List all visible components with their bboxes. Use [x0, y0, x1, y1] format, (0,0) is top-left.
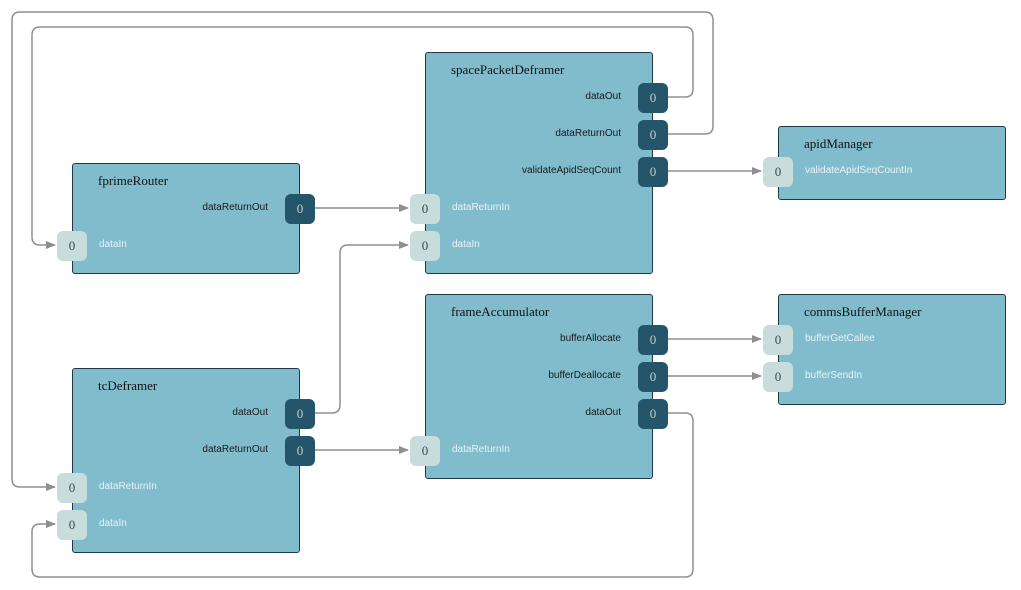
port-label-dataIn: dataIn	[99, 518, 127, 529]
port-label-dataReturnIn: dataReturnIn	[452, 202, 510, 213]
output-port-dataReturnOut[interactable]: 0	[285, 436, 315, 466]
input-port-dataIn[interactable]: 0	[57, 510, 87, 540]
edge-tcDeframer-dataOut-to-spacePacketDeframer	[315, 241, 409, 414]
port-label-dataReturnIn: dataReturnIn	[452, 444, 510, 455]
output-port-dataReturnOut[interactable]: 0	[285, 194, 315, 224]
component-apidManager[interactable]: apidManager	[778, 126, 1006, 200]
port-label-dataReturnOut: dataReturnOut	[555, 128, 621, 139]
input-port-dataReturnIn[interactable]: 0	[410, 436, 440, 466]
component-title: spacePacketDeframer	[451, 62, 565, 77]
port-label-dataIn: dataIn	[99, 239, 127, 250]
input-port-dataReturnIn[interactable]: 0	[57, 473, 87, 503]
output-port-dataOut[interactable]: 0	[285, 399, 315, 429]
component-title: apidManager	[804, 136, 873, 151]
port-label-dataReturnOut: dataReturnOut	[202, 202, 268, 213]
component-fprimeRouter[interactable]: fprimeRouter	[72, 163, 300, 274]
port-label-bufferGetCallee: bufferGetCallee	[805, 333, 875, 344]
component-spacePacketDeframer[interactable]: spacePacketDeframer	[425, 52, 653, 274]
component-title: frameAccumulator	[451, 304, 550, 319]
port-label-dataOut: dataOut	[585, 91, 621, 102]
edge-spacePacketDeframer-dataOut-to-fprimeRouter	[31, 26, 694, 249]
component-commsBufferManager[interactable]: commsBufferManager	[778, 294, 1006, 405]
port-label-dataOut: dataOut	[232, 407, 268, 418]
output-port-bufferDeallocate[interactable]: 0	[638, 362, 668, 392]
port-label-dataIn: dataIn	[452, 239, 480, 250]
port-label-validateApidSeqCountIn: validateApidSeqCountIn	[805, 165, 913, 176]
input-port-bufferSendIn[interactable]: 0	[763, 362, 793, 392]
component-title: commsBufferManager	[804, 304, 922, 319]
component-title: fprimeRouter	[98, 173, 169, 188]
input-port-bufferGetCallee[interactable]: 0	[763, 325, 793, 355]
edge-spacePacketDeframer-dataReturnOut-to-tcDeframer	[11, 11, 714, 491]
port-label-dataReturnOut: dataReturnOut	[202, 444, 268, 455]
port-label-validateApidSeqCount: validateApidSeqCount	[522, 165, 621, 176]
output-port-validateApidSeqCount[interactable]: 0	[638, 157, 668, 187]
input-port-dataReturnIn[interactable]: 0	[410, 194, 440, 224]
output-port-dataOut[interactable]: 0	[638, 83, 668, 113]
input-port-dataIn[interactable]: 0	[410, 231, 440, 261]
input-port-validateApidSeqCountIn[interactable]: 0	[763, 157, 793, 187]
output-port-dataReturnOut[interactable]: 0	[638, 120, 668, 150]
edge-frameAccumulator-dataOut-to-tcDeframer	[31, 412, 694, 578]
component-title: tcDeframer	[98, 378, 158, 393]
port-label-bufferSendIn: bufferSendIn	[805, 370, 863, 381]
output-port-dataOut[interactable]: 0	[638, 399, 668, 429]
output-port-bufferAllocate[interactable]: 0	[638, 325, 668, 355]
port-label-dataOut: dataOut	[585, 407, 621, 418]
port-label-bufferAllocate: bufferAllocate	[560, 333, 621, 344]
input-port-dataIn[interactable]: 0	[57, 231, 87, 261]
port-label-bufferDeallocate: bufferDeallocate	[548, 370, 621, 381]
port-label-dataReturnIn: dataReturnIn	[99, 481, 157, 492]
